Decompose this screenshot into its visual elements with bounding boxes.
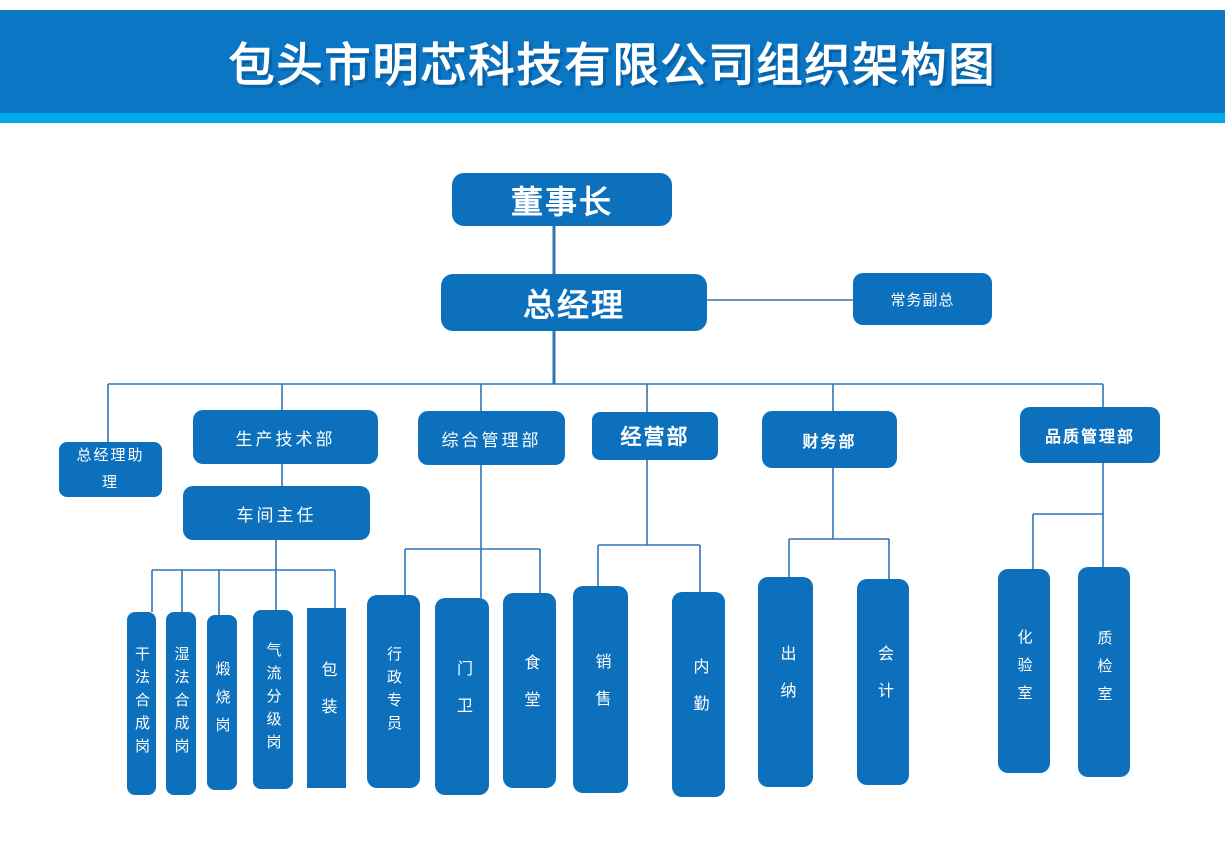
node-sales: 销售 bbox=[573, 586, 628, 793]
node-label: 干法合成岗 bbox=[133, 646, 149, 761]
node-wet-synthesis: 湿法合成岗 bbox=[166, 612, 196, 795]
node-label: 门卫 bbox=[454, 659, 471, 734]
node-chairman: 董事长 bbox=[452, 173, 672, 226]
node-gatekeeper: 门卫 bbox=[435, 598, 489, 795]
node-label: 湿法合成岗 bbox=[172, 646, 189, 761]
node-admin-specialist: 行政专员 bbox=[367, 595, 420, 788]
node-label: 包装 bbox=[318, 661, 336, 735]
title-banner: 包头市明芯科技有限公司组织架构图 bbox=[0, 10, 1225, 113]
node-quality-dept: 品质管理部 bbox=[1020, 407, 1160, 463]
node-workshop-director: 车间主任 bbox=[183, 486, 370, 540]
node-quality-inspection: 质检室 bbox=[1078, 567, 1130, 777]
node-label: 会计 bbox=[875, 645, 892, 719]
node-production-tech-dept: 生产技术部 bbox=[193, 410, 378, 464]
node-deputy-gm: 常务副总 bbox=[853, 273, 992, 325]
node-canteen: 食堂 bbox=[503, 593, 556, 788]
node-label: 出纳 bbox=[777, 645, 795, 719]
node-accountant: 会计 bbox=[857, 579, 909, 785]
node-gm-assistant: 总经理助理 bbox=[59, 442, 162, 497]
node-cashier: 出纳 bbox=[758, 577, 813, 787]
node-label: 行政专员 bbox=[385, 645, 401, 738]
node-office-support: 内勤 bbox=[672, 592, 725, 797]
node-finance-dept: 财务部 bbox=[762, 411, 897, 468]
banner-accent-strip bbox=[0, 113, 1225, 123]
node-packaging: 包装 bbox=[307, 608, 346, 788]
node-label: 食堂 bbox=[521, 653, 539, 728]
node-calcination: 煅烧岗 bbox=[207, 615, 237, 790]
connectors bbox=[107, 226, 1104, 615]
node-dry-synthesis: 干法合成岗 bbox=[127, 612, 156, 795]
node-label: 煅烧岗 bbox=[213, 660, 230, 745]
node-airflow-grading: 气流分级岗 bbox=[253, 610, 293, 789]
node-label: 气流分级岗 bbox=[264, 642, 281, 757]
page-title: 包头市明芯科技有限公司组织架构图 bbox=[228, 38, 997, 91]
node-label: 化验室 bbox=[1015, 629, 1032, 713]
node-label: 质检室 bbox=[1095, 630, 1112, 714]
node-general-manager: 总经理 bbox=[441, 274, 707, 331]
node-label: 内勤 bbox=[690, 657, 708, 732]
node-general-admin-dept: 综合管理部 bbox=[418, 411, 565, 465]
node-label: 销售 bbox=[592, 652, 610, 727]
node-business-dept: 经营部 bbox=[592, 412, 718, 460]
node-lab: 化验室 bbox=[998, 569, 1050, 773]
